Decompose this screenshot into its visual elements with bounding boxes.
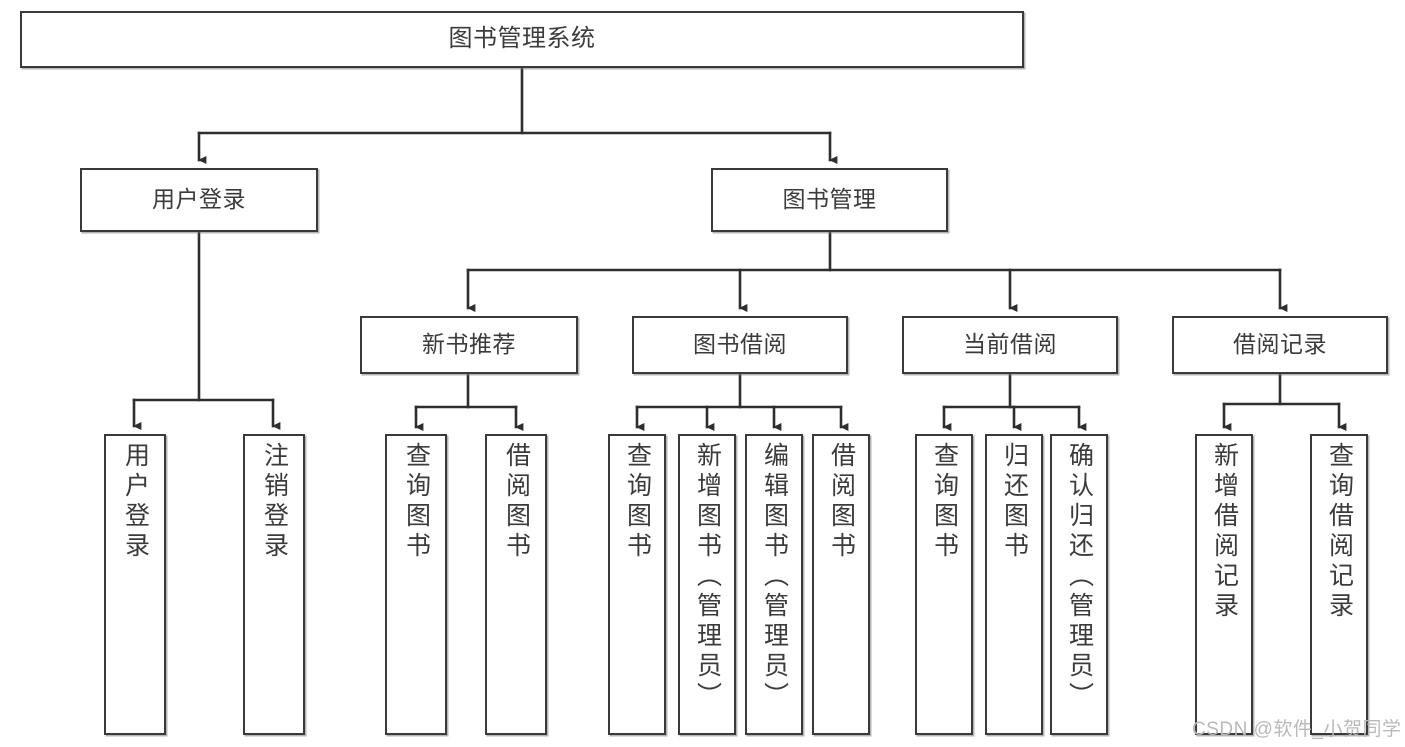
leaf-borrow-query-book-label: 查询图书: [623, 442, 652, 562]
leaf-borrow-add-book-label: 新增图书（管理员）: [693, 442, 722, 712]
node-book-manage[interactable]: 图书管理: [711, 168, 948, 232]
leaf-recommend-query-book-label: 查询图书: [402, 442, 431, 562]
node-new-book-recommend-label: 新书推荐: [422, 331, 516, 358]
leaf-user-logout[interactable]: 注销登录: [243, 434, 305, 735]
leaf-borrow-borrow-book[interactable]: 借阅图书: [812, 434, 870, 735]
node-root[interactable]: 图书管理系统: [20, 11, 1024, 68]
node-new-book-recommend[interactable]: 新书推荐: [360, 316, 578, 374]
leaf-recommend-query-book[interactable]: 查询图书: [385, 434, 447, 735]
csdn-watermark: CSDN @软件_小贺同学: [1192, 719, 1402, 740]
node-book-borrow-label: 图书借阅: [693, 331, 787, 358]
node-user-login-label: 用户登录: [152, 186, 246, 213]
leaf-current-confirm-return[interactable]: 确认归还（管理员）: [1050, 434, 1108, 735]
leaf-current-confirm-return-label: 确认归还（管理员）: [1065, 442, 1094, 712]
leaf-borrow-add-book[interactable]: 新增图书（管理员）: [678, 434, 736, 735]
node-root-label: 图书管理系统: [448, 25, 596, 53]
node-current-borrow-label: 当前借阅: [963, 331, 1057, 358]
node-book-borrow[interactable]: 图书借阅: [632, 316, 848, 374]
node-current-borrow[interactable]: 当前借阅: [902, 316, 1118, 374]
node-book-manage-label: 图书管理: [782, 186, 877, 213]
leaf-record-query-record[interactable]: 查询借阅记录: [1310, 434, 1368, 735]
leaf-record-query-record-label: 查询借阅记录: [1325, 442, 1354, 622]
leaf-user-logout-label: 注销登录: [260, 442, 289, 562]
leaf-current-query-book[interactable]: 查询图书: [915, 434, 973, 735]
leaf-borrow-edit-book-label: 编辑图书（管理员）: [760, 442, 789, 712]
leaf-borrow-edit-book[interactable]: 编辑图书（管理员）: [745, 434, 803, 735]
leaf-recommend-borrow-book-label: 借阅图书: [502, 442, 531, 562]
leaf-user-login[interactable]: 用户登录: [104, 434, 166, 735]
leaf-current-return-book-label: 归还图书: [1000, 442, 1029, 562]
leaf-record-add-record[interactable]: 新增借阅记录: [1195, 434, 1253, 735]
node-borrow-record[interactable]: 借阅记录: [1172, 316, 1388, 374]
node-user-login[interactable]: 用户登录: [80, 168, 318, 232]
leaf-borrow-query-book[interactable]: 查询图书: [608, 434, 666, 735]
leaf-borrow-borrow-book-label: 借阅图书: [827, 442, 856, 562]
leaf-user-login-label: 用户登录: [121, 442, 150, 562]
node-borrow-record-label: 借阅记录: [1233, 331, 1327, 358]
leaf-recommend-borrow-book[interactable]: 借阅图书: [485, 434, 547, 735]
leaf-current-query-book-label: 查询图书: [930, 442, 959, 562]
leaf-current-return-book[interactable]: 归还图书: [985, 434, 1043, 735]
leaf-record-add-record-label: 新增借阅记录: [1210, 442, 1239, 622]
